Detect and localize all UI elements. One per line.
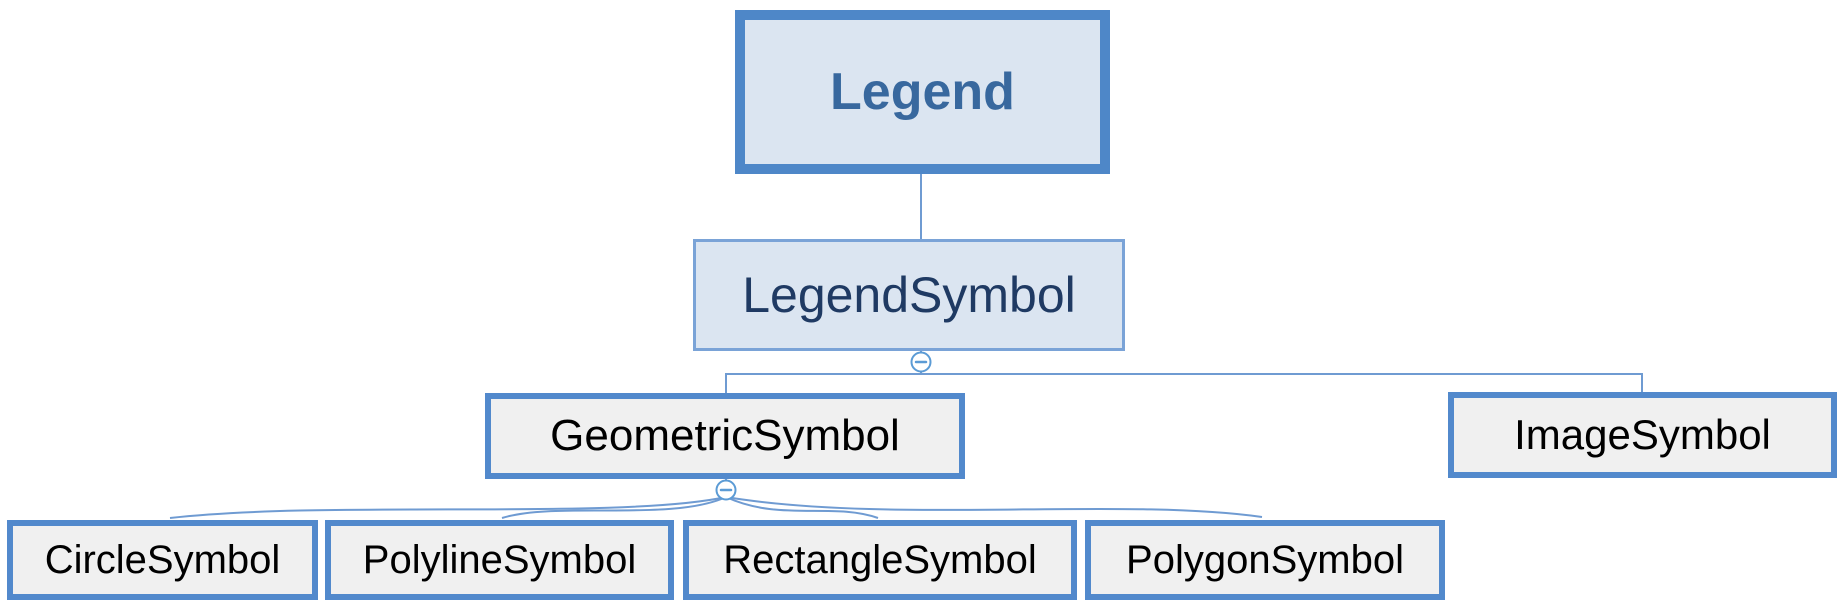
connector-split-bus [725,373,1643,393]
node-legendsymbol-label: LegendSymbol [742,267,1076,323]
collapse-toggle-geometricsymbol[interactable] [715,479,737,501]
node-legend[interactable]: Legend [735,10,1110,174]
node-circlesymbol[interactable]: CircleSymbol [7,520,318,600]
node-legend-label: Legend [830,63,1015,121]
node-circlesymbol-label: CircleSymbol [44,537,281,582]
connector-to-rectanglesymbol [725,496,879,519]
node-imagesymbol[interactable]: ImageSymbol [1448,392,1837,478]
node-geometricsymbol[interactable]: GeometricSymbol [485,393,965,479]
connector-to-polygonsymbol [725,496,1263,518]
node-polygonsymbol[interactable]: PolygonSymbol [1085,520,1445,600]
node-rectanglesymbol[interactable]: RectangleSymbol [683,520,1077,600]
node-polygonsymbol-label: PolygonSymbol [1126,537,1404,582]
node-rectanglesymbol-label: RectangleSymbol [723,537,1037,582]
node-geometricsymbol-label: GeometricSymbol [550,411,900,460]
collapse-toggle-legendsymbol[interactable] [910,351,932,373]
connector-to-circlesymbol [169,496,727,519]
node-polylinesymbol[interactable]: PolylineSymbol [325,520,674,600]
node-legendsymbol[interactable]: LegendSymbol [693,239,1125,351]
node-imagesymbol-label: ImageSymbol [1514,411,1771,458]
node-polylinesymbol-label: PolylineSymbol [362,537,637,582]
connector-to-polylinesymbol [501,496,727,519]
